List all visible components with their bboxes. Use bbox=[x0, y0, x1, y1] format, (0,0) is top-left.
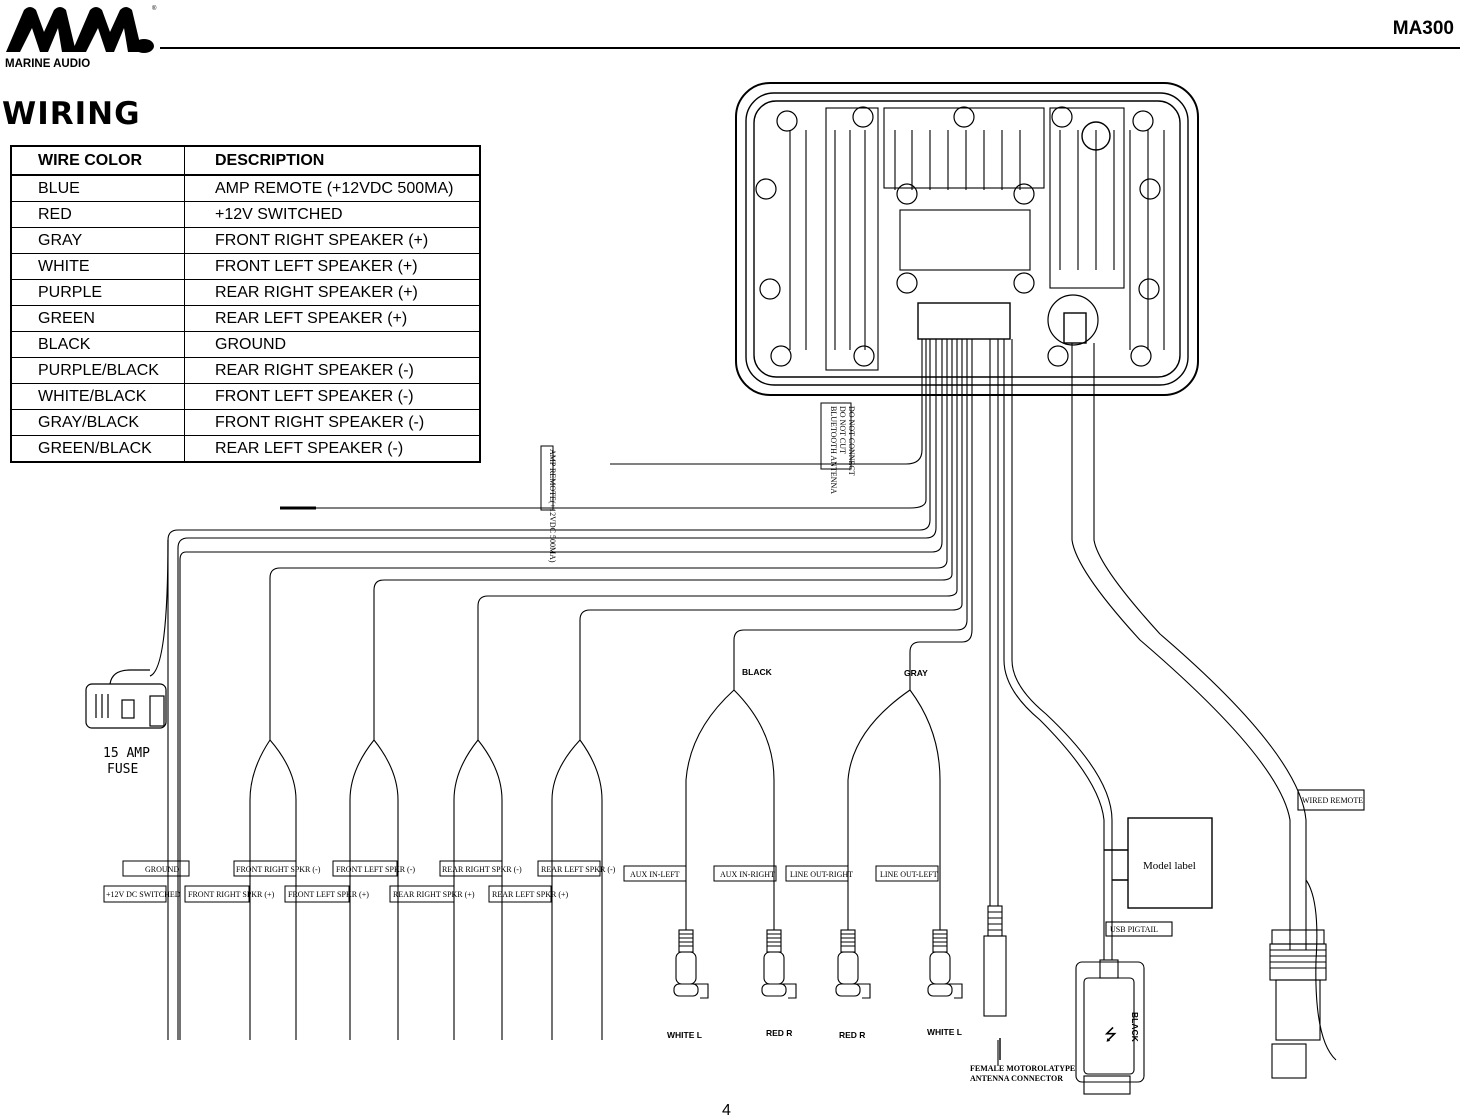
usb-pigtail bbox=[1075, 921, 1173, 1095]
speaker-pigtails bbox=[179, 560, 603, 1040]
model-label-box bbox=[1127, 817, 1213, 909]
rca-group-black: BLACK bbox=[742, 667, 773, 677]
wired-remote-tag: WIRED REMOTE bbox=[1302, 796, 1363, 805]
marine-audio-logo: ® MARINE AUDIO bbox=[5, 5, 157, 70]
antenna-label-line-1: FEMALE MOTOROLATYPE bbox=[970, 1064, 1075, 1073]
wire-tags bbox=[103, 860, 939, 903]
wire-color-cell: GREEN/BLACK bbox=[11, 435, 185, 462]
usb-pigtail-tag: USB PIGTAIL bbox=[1110, 925, 1158, 934]
tag-line-out-left: LINE OUT-LEFT bbox=[880, 870, 938, 879]
model-title: MA300 bbox=[1392, 18, 1454, 39]
fuse-label-line-2: FUSE bbox=[107, 762, 138, 777]
bluetooth-tag-line-2: DO NOT CUT bbox=[838, 406, 847, 454]
description-cell: +12V SWITCHED bbox=[184, 201, 480, 228]
tag-rear-right-neg: REAR RIGHT SPKR (-) bbox=[442, 865, 522, 874]
tag-front-left-neg: FRONT LEFT SPKR (-) bbox=[336, 865, 415, 874]
tag-rear-right-pos: REAR RIGHT SPKR (+) bbox=[393, 890, 475, 899]
fuse-label-line-1: 15 AMP bbox=[103, 746, 150, 761]
tag-front-right-pos: FRONT RIGHT SPKR (+) bbox=[188, 890, 275, 899]
head-unit-rear bbox=[735, 82, 1199, 396]
plug-label-white-l-2: WHITE L bbox=[927, 1027, 962, 1037]
section-title: WIRING bbox=[2, 96, 141, 132]
description-cell: REAR LEFT SPEAKER (-) bbox=[184, 435, 480, 462]
column-header-description: DESCRIPTION bbox=[184, 145, 480, 176]
wire-color-cell: PURPLE/BLACK bbox=[11, 357, 185, 384]
tag-aux-in-left: AUX IN-LEFT bbox=[630, 870, 680, 879]
tag-aux-in-right: AUX IN-RIGHT bbox=[720, 870, 775, 879]
description-cell: REAR RIGHT SPEAKER (-) bbox=[184, 357, 480, 384]
description-cell: REAR LEFT SPEAKER (+) bbox=[184, 305, 480, 332]
wire-color-cell: WHITE bbox=[11, 253, 185, 280]
plug-label-red-r-2: RED R bbox=[839, 1030, 865, 1040]
bluetooth-tag-line-3: DO NOT CONNECT bbox=[847, 406, 856, 476]
table-header-row: WIRE COLOR DESCRIPTION bbox=[11, 145, 480, 176]
wire-color-cell: GREEN bbox=[11, 305, 185, 332]
brand-name-text: MARINE AUDIO bbox=[5, 58, 90, 70]
svg-text:®: ® bbox=[152, 5, 157, 12]
model-label-text: Model label bbox=[1143, 860, 1196, 872]
amp-remote-tag: AMP REMOTE(+12VDC 500MA) bbox=[548, 449, 557, 563]
description-cell: FRONT RIGHT SPEAKER (+) bbox=[184, 227, 480, 254]
tag-front-right-neg: FRONT RIGHT SPKR (-) bbox=[236, 865, 321, 874]
antenna-connector bbox=[983, 905, 1007, 1066]
wire-color-cell: RED bbox=[11, 201, 185, 228]
description-cell: FRONT RIGHT SPEAKER (-) bbox=[184, 409, 480, 436]
column-header-wire-color: WIRE COLOR bbox=[11, 145, 185, 176]
rca-group-gray: GRAY bbox=[904, 668, 928, 678]
antenna-label-line-2: ANTENNA CONNECTOR bbox=[970, 1074, 1063, 1083]
plug-label-red-r-1: RED R bbox=[766, 1028, 792, 1038]
tag-rear-left-neg: REAR LEFT SPKR (-) bbox=[541, 865, 616, 874]
usb-icon: ⭍ bbox=[1104, 1025, 1117, 1044]
description-cell: FRONT LEFT SPEAKER (-) bbox=[184, 383, 480, 410]
wire-color-cell: GRAY/BLACK bbox=[11, 409, 185, 436]
rca-cables bbox=[685, 689, 941, 930]
tag-front-left-pos: FRONT LEFT SPKR (+) bbox=[288, 890, 369, 899]
usb-color-label: BLACK bbox=[1130, 1012, 1140, 1043]
wire-color-cell: WHITE/BLACK bbox=[11, 383, 185, 410]
description-cell: REAR RIGHT SPEAKER (+) bbox=[184, 279, 480, 306]
rca-plugs bbox=[673, 929, 963, 999]
plug-label-white-l-1: WHITE L bbox=[667, 1030, 702, 1040]
header-divider bbox=[160, 47, 1460, 49]
fuse-holder bbox=[85, 539, 169, 729]
wire-color-cell: BLACK bbox=[11, 331, 185, 358]
wire-color-cell: GRAY bbox=[11, 227, 185, 254]
description-cell: AMP REMOTE (+12VDC 500MA) bbox=[184, 174, 480, 202]
diagram-labels: BLUETOOTH ANTENNA DO NOT CUT DO NOT CONN… bbox=[103, 406, 1363, 1083]
bluetooth-tag-line-1: BLUETOOTH ANTENNA bbox=[829, 406, 838, 494]
wired-remote-connector bbox=[1269, 789, 1365, 1079]
tag-rear-left-pos: REAR LEFT SPKR (+) bbox=[492, 890, 568, 899]
tag-line-out-right: LINE OUT-RIGHT bbox=[790, 870, 853, 879]
tag-12v-switched: +12V DC SWITCHED bbox=[106, 890, 181, 899]
table-row: RED+12V SWITCHED bbox=[11, 201, 480, 228]
page-number: 4 bbox=[722, 1102, 731, 1119]
description-cell: GROUND bbox=[184, 331, 480, 358]
wire-color-cell: BLUE bbox=[11, 174, 185, 202]
tag-ground: GROUND bbox=[145, 865, 179, 874]
wire-color-cell: PURPLE bbox=[11, 279, 185, 306]
description-cell: FRONT LEFT SPEAKER (+) bbox=[184, 253, 480, 280]
